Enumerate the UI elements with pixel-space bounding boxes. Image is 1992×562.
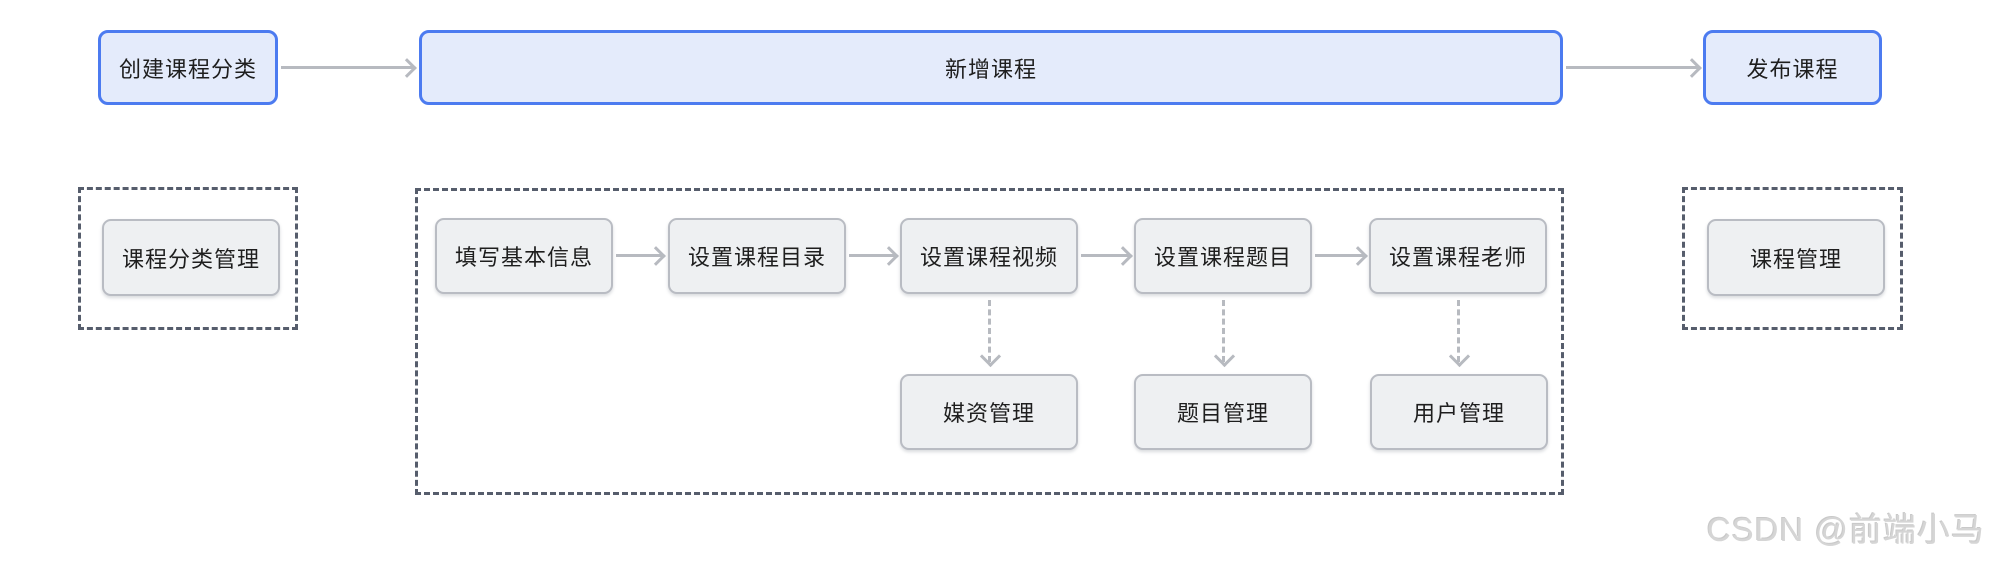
- arrow-right-icon: [616, 254, 663, 257]
- arrow-right-icon: [1566, 66, 1699, 69]
- node-step-course-teacher: 设置课程老师: [1369, 218, 1547, 294]
- csdn-watermark: CSDN @前端小马: [1706, 511, 1985, 548]
- arrow-right-icon: [1081, 254, 1130, 257]
- node-step-course-video: 设置课程视频: [900, 218, 1078, 294]
- group-category-management: [78, 187, 298, 330]
- node-media-asset-management: 媒资管理: [900, 374, 1078, 450]
- node-category-management: 课程分类管理: [102, 219, 280, 296]
- node-step-course-catalog: 设置课程目录: [668, 218, 846, 294]
- flow-node-publish-course: 发布课程: [1703, 30, 1882, 105]
- node-step-basic-info: 填写基本信息: [435, 218, 613, 294]
- group-add-course-steps: [415, 188, 1564, 495]
- dashed-arrow-down-icon: [1222, 300, 1225, 362]
- arrow-right-icon: [281, 66, 414, 69]
- dashed-arrow-down-icon: [988, 300, 991, 362]
- node-question-management: 题目管理: [1134, 374, 1312, 450]
- dashed-arrow-down-icon: [1457, 300, 1460, 362]
- node-user-management: 用户管理: [1370, 374, 1548, 450]
- arrow-right-icon: [849, 254, 896, 257]
- node-course-management: 课程管理: [1707, 219, 1885, 296]
- flow-node-add-course: 新增课程: [419, 30, 1563, 105]
- group-course-management: [1682, 187, 1903, 330]
- flow-node-create-category: 创建课程分类: [98, 30, 278, 105]
- arrow-right-icon: [1315, 254, 1365, 257]
- node-step-course-questions: 设置课程题目: [1134, 218, 1312, 294]
